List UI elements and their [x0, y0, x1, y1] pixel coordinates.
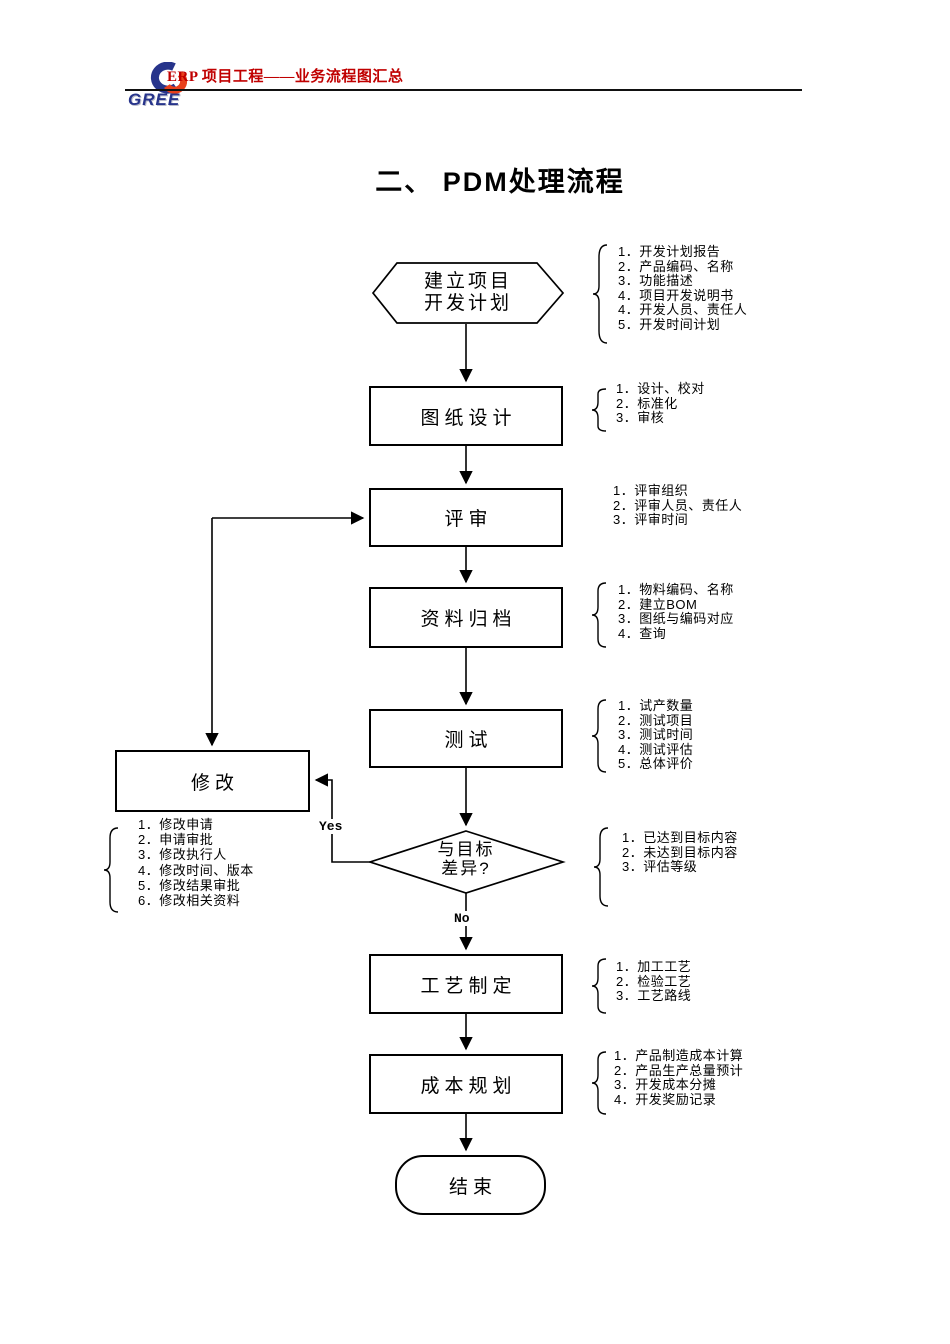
notes-design: 1．设计、校对 2．标准化 3．审核: [616, 381, 705, 426]
note-item: 3．修改执行人: [138, 847, 227, 863]
note-item: 1．评审组织: [613, 483, 689, 498]
node-archive-label: 资料归档: [420, 609, 517, 630]
brace-test-notes: [591, 699, 607, 773]
node-start-line2: 开发计划: [423, 293, 512, 314]
node-test-label: 测试: [444, 730, 493, 751]
node-review: 评审: [369, 488, 563, 547]
node-end: 结束: [395, 1155, 546, 1215]
note-item: 2．评审人员、责任人: [613, 497, 743, 513]
note-item: 3．图纸与编码对应: [618, 611, 734, 627]
node-cost: 成本规划: [369, 1054, 563, 1114]
note-item: 4．开发人员、责任人: [618, 302, 748, 318]
note-item: 5．修改结果审批: [138, 877, 241, 893]
note-item: 3．测试时间: [618, 727, 694, 743]
node-modify: 修改: [115, 750, 310, 812]
header-rule: [125, 89, 802, 91]
note-item: 2．产品生产总量预计: [614, 1062, 744, 1078]
note-item: 1．设计、校对: [616, 381, 705, 396]
note-item: 1．物料编码、名称: [618, 582, 734, 597]
notes-cost: 1．产品制造成本计算 2．产品生产总量预计 3．开发成本分摊 4．开发奖励记录: [614, 1048, 744, 1107]
node-test: 测试: [369, 709, 563, 768]
brace-craft-notes: [591, 958, 607, 1014]
notes-review: 1．评审组织 2．评审人员、责任人 3．评审时间: [613, 483, 743, 528]
note-item: 6．修改相关资料: [138, 893, 241, 909]
note-item: 4．项目开发说明书: [618, 287, 734, 303]
node-cost-label: 成本规划: [420, 1075, 517, 1097]
node-decision-label: 与目标 差异?: [370, 840, 562, 878]
note-item: 3．评审时间: [613, 512, 689, 528]
note-item: 2．产品编码、名称: [618, 258, 734, 274]
branch-label-no: No: [452, 911, 472, 926]
notes-decision: 1．已达到目标内容 2．未达到目标内容 3．评估等级: [622, 830, 738, 875]
note-item: 1．修改申请: [138, 817, 214, 832]
node-design-label: 图纸设计: [420, 407, 517, 429]
page-title: 二、 PDM处理流程: [375, 167, 625, 197]
brace-design-notes: [591, 388, 607, 432]
brace-modify-notes: [103, 827, 119, 913]
node-review-label: 评审: [444, 509, 493, 530]
branch-label-yes: Yes: [317, 819, 345, 834]
node-start-line1: 建立项目: [423, 271, 512, 292]
note-item: 5．开发时间计划: [618, 316, 721, 332]
node-decision-line2: 差异?: [441, 859, 491, 878]
gree-logo-text: GREE: [128, 90, 181, 109]
note-item: 2．检验工艺: [616, 973, 692, 989]
brace-cost-notes: [591, 1051, 607, 1115]
notes-start: 1．开发计划报告 2．产品编码、名称 3．功能描述 4．项目开发说明书 4．开发…: [618, 244, 748, 333]
node-decision-line1: 与目标: [437, 840, 495, 859]
notes-test: 1．试产数量 2．测试项目 3．测试时间 4．测试评估 5．总体评价: [618, 698, 694, 772]
notes-craft: 1．加工工艺 2．检验工艺 3．工艺路线: [616, 959, 692, 1004]
note-item: 1．开发计划报告: [618, 244, 721, 259]
note-item: 3．工艺路线: [616, 988, 692, 1004]
note-item: 1．已达到目标内容: [622, 830, 738, 845]
note-item: 2．建立BOM: [618, 596, 698, 612]
note-item: 2．申请审批: [138, 832, 214, 848]
node-decision-shape: [367, 830, 566, 894]
note-item: 1．加工工艺: [616, 959, 692, 974]
node-modify-label: 修改: [190, 772, 239, 794]
note-item: 2．测试项目: [618, 712, 694, 728]
note-item: 3．功能描述: [618, 273, 694, 289]
note-item: 3．评估等级: [622, 859, 698, 875]
node-start-label: 建立项目 开发计划: [383, 271, 553, 315]
note-item: 2．未达到目标内容: [622, 844, 738, 860]
node-design: 图纸设计: [369, 386, 563, 446]
note-item: 5．总体评价: [618, 756, 694, 772]
note-item: 3．开发成本分摊: [614, 1077, 717, 1093]
note-item: 2．标准化: [616, 395, 678, 411]
note-item: 4．测试评估: [618, 741, 694, 757]
notes-archive: 1．物料编码、名称 2．建立BOM 3．图纸与编码对应 4．查询: [618, 582, 734, 641]
brace-decision-notes: [593, 827, 609, 907]
note-item: 4．开发奖励记录: [614, 1091, 717, 1107]
note-item: 4．修改时间、版本: [138, 862, 254, 878]
note-item: 4．查询: [618, 625, 667, 641]
node-start-shape: [371, 262, 565, 324]
note-item: 1．试产数量: [618, 698, 694, 713]
note-item: 3．审核: [616, 410, 665, 426]
brace-start-notes: [592, 244, 608, 344]
header-title: ERP 项目工程——业务流程图汇总: [167, 69, 404, 85]
node-craft-label: 工艺制定: [420, 975, 517, 997]
note-item: 1．产品制造成本计算: [614, 1048, 744, 1063]
notes-modify: 1．修改申请 2．申请审批 3．修改执行人 4．修改时间、版本 5．修改结果审批…: [138, 817, 254, 908]
node-craft: 工艺制定: [369, 954, 563, 1014]
node-archive: 资料归档: [369, 587, 563, 648]
brace-archive-notes: [591, 582, 607, 648]
node-end-label: 结束: [448, 1176, 497, 1198]
